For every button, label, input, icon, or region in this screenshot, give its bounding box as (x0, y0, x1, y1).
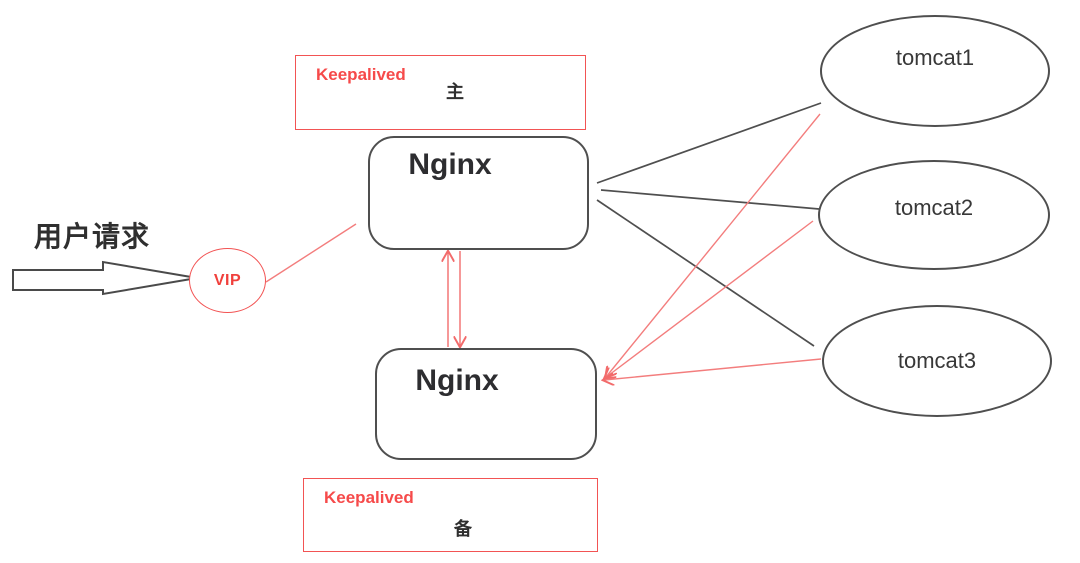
vip-label: VIP (213, 271, 242, 289)
nginx-backup-node: Nginx (375, 348, 597, 460)
keepalived-backup-role-label: 备 (454, 519, 472, 539)
edge-nginx-master-tomcat1 (596, 102, 822, 184)
nginx-backup-label: Nginx (415, 364, 499, 397)
user-request-label: 用户请求 (34, 221, 151, 252)
keepalived-master-label: Keepalived (316, 65, 406, 84)
nginx-master-label: Nginx (408, 148, 492, 181)
edge-vip-nginx-master (265, 223, 357, 283)
edge-tomcat3-nginx-backup (604, 358, 822, 380)
tomcat2-label: tomcat2 (894, 195, 974, 220)
tomcat2-node: tomcat2 (818, 160, 1050, 270)
tomcat3-label: tomcat3 (897, 348, 977, 373)
tomcat3-node: tomcat3 (822, 305, 1052, 417)
vip-node: VIP (189, 248, 266, 313)
keepalived-backup-box: Keepalived 备 (303, 478, 598, 552)
request-block-arrow-icon (12, 260, 198, 296)
edge-nginx-master-tomcat2 (600, 189, 820, 210)
keepalived-backup-label: Keepalived (324, 488, 414, 507)
tomcat1-node: tomcat1 (820, 15, 1050, 127)
keepalived-master-box: Keepalived 主 (295, 55, 586, 130)
keepalived-master-role-label: 主 (446, 82, 464, 102)
edge-tomcat2-nginx-backup (605, 220, 814, 378)
edge-tomcat1-nginx-backup (606, 113, 821, 377)
edge-nginx-master-tomcat3 (596, 199, 815, 347)
nginx-master-node: Nginx (368, 136, 589, 250)
tomcat1-label: tomcat1 (895, 45, 975, 70)
